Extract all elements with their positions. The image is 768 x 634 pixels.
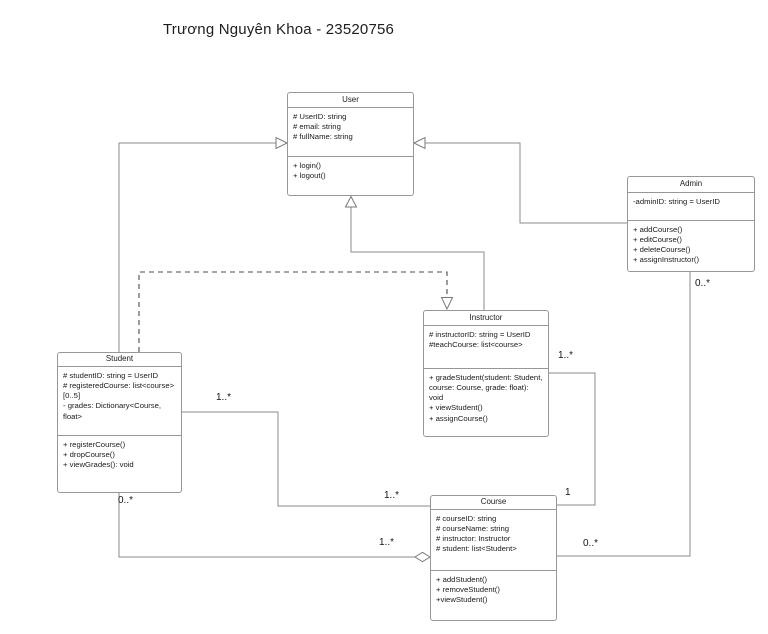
method: + viewStudent() — [429, 403, 483, 413]
class-user-methods: + login() + logout() — [288, 157, 413, 195]
method: + dropCourse() — [63, 450, 115, 460]
method: + logout() — [293, 171, 326, 181]
class-user-name: User — [288, 93, 413, 108]
class-student: Student # studentID: string = UserID # r… — [57, 352, 182, 493]
class-course-methods: + addStudent() + removeStudent() +viewSt… — [431, 571, 556, 620]
attribute: # student: list<Student> — [436, 544, 517, 554]
attribute: - grades: Dictionary<Course, float> — [63, 401, 162, 421]
method: + assignCourse() — [429, 413, 488, 423]
class-instructor-attributes: # instructorID: string = UserID #teachCo… — [424, 326, 548, 369]
class-student-methods: + registerCourse() + dropCourse() + view… — [58, 436, 181, 492]
aggregation-student-course — [118, 493, 431, 563]
class-course: Course # courseID: string # courseName: … — [430, 495, 557, 621]
multiplicity-label: 1..* — [216, 392, 232, 403]
method: + registerCourse() — [63, 440, 126, 449]
hollow-triangle-arrowhead — [344, 195, 358, 208]
class-admin-attributes: -adminID: string = UserID — [628, 193, 754, 221]
method: + gradeStudent(student: Student, course:… — [429, 373, 543, 403]
attribute: #teachCourse: list<course> — [429, 340, 523, 350]
method: +viewStudent() — [436, 595, 488, 605]
attribute: # courseName: string — [436, 524, 510, 534]
method: + login() — [293, 161, 321, 170]
hollow-diamond — [414, 551, 431, 563]
class-course-attributes: # courseID: string # courseName: string … — [431, 510, 556, 571]
method: + assignInstructor() — [633, 255, 700, 265]
attribute: # UserID: string — [293, 112, 347, 121]
multiplicity-label: 1..* — [384, 490, 400, 501]
class-student-attributes: # studentID: string = UserID # registere… — [58, 367, 181, 436]
attribute: # courseID: string — [436, 514, 497, 523]
attribute: # instructorID: string = UserID — [429, 330, 531, 339]
multiplicity-label: 0..* — [695, 278, 711, 289]
method: + viewGrades(): void — [63, 460, 134, 470]
multiplicity-label: 0..* — [118, 495, 134, 506]
method: + addStudent() — [436, 575, 488, 584]
attribute: -adminID: string = UserID — [633, 197, 720, 206]
generalization-instructor-user — [344, 195, 485, 310]
class-course-name: Course — [431, 496, 556, 510]
attribute: # fullName: string — [293, 132, 353, 142]
method: + addCourse() — [633, 225, 683, 234]
method: + deleteCourse() — [633, 245, 691, 255]
multiplicity-label: 1 — [565, 487, 571, 498]
method: + removeStudent() — [436, 585, 500, 595]
class-student-name: Student — [58, 353, 181, 367]
association-admin-course — [557, 272, 691, 557]
page-title: Trương Nguyên Khoa - 23520756 — [163, 21, 395, 38]
attribute: # studentID: string = UserID — [63, 371, 159, 380]
association-instructor-course — [549, 372, 596, 506]
class-instructor-methods: + gradeStudent(student: Student, course:… — [424, 369, 548, 436]
association-student-course — [182, 411, 430, 507]
hollow-triangle-arrowhead — [412, 136, 426, 150]
multiplicity-label: 1..* — [379, 537, 395, 548]
multiplicity-label: 0..* — [583, 538, 599, 549]
class-admin: Admin -adminID: string = UserID + addCou… — [627, 176, 755, 272]
class-user-attributes: # UserID: string # email: string # fullN… — [288, 108, 413, 157]
class-instructor: Instructor # instructorID: string = User… — [423, 310, 549, 437]
hollow-triangle-arrowhead — [275, 136, 289, 150]
method: + editCourse() — [633, 235, 682, 245]
class-admin-methods: + addCourse() + editCourse() + deleteCou… — [628, 221, 754, 271]
dashed-generalization-student-instructor — [138, 271, 454, 352]
attribute: # email: string — [293, 122, 341, 132]
class-user: User # UserID: string # email: string # … — [287, 92, 414, 196]
attribute: # registeredCourse: list<course>[0..5] — [63, 381, 175, 401]
hollow-triangle-arrowhead — [440, 297, 454, 311]
attribute: # instructor: Instructor — [436, 534, 511, 544]
generalization-student-user — [118, 136, 289, 352]
class-instructor-name: Instructor — [424, 311, 548, 326]
class-admin-name: Admin — [628, 177, 754, 193]
generalization-admin-user — [412, 136, 627, 224]
multiplicity-label: 1..* — [558, 350, 574, 361]
